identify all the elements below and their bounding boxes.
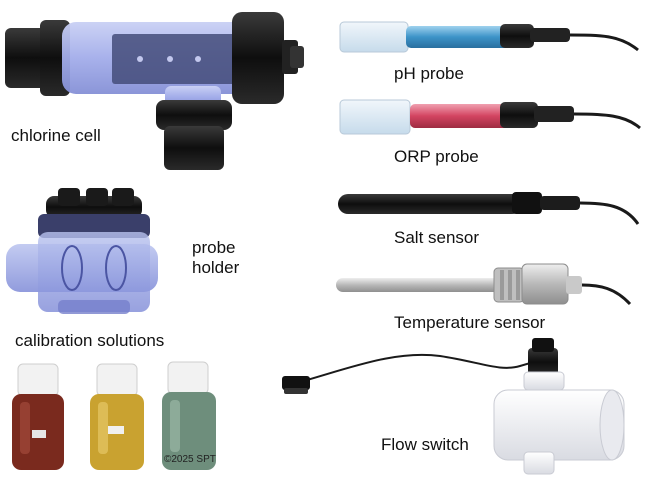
flow-switch (282, 338, 625, 475)
calibration-solutions-label: calibration solutions (15, 331, 165, 350)
copyright-text: ©2025 SPT (164, 454, 216, 465)
temperature-sensor (336, 263, 632, 306)
probe-holder-label-line1: probe (192, 238, 236, 257)
probe-holder-label-line2: holder (192, 258, 240, 277)
temperature-sensor-label: Temperature sensor (394, 313, 546, 332)
calibration-bottle-green (162, 361, 216, 470)
ph-probe (339, 21, 639, 53)
ph-probe-label: pH probe (394, 64, 464, 83)
salt-sensor (338, 192, 640, 225)
flow-switch-label: Flow switch (381, 435, 469, 454)
orp-probe-label: ORP probe (394, 147, 479, 166)
calibration-bottle-yellow (90, 363, 144, 470)
chlorine-cell (5, 12, 304, 170)
orp-probe (339, 99, 641, 135)
calibration-bottle-red (12, 363, 64, 470)
probe-holder-label: probe holder (192, 238, 262, 278)
chlorine-cell-label: chlorine cell (11, 126, 101, 145)
probe-holder (6, 188, 158, 314)
salt-sensor-label: Salt sensor (394, 228, 480, 247)
